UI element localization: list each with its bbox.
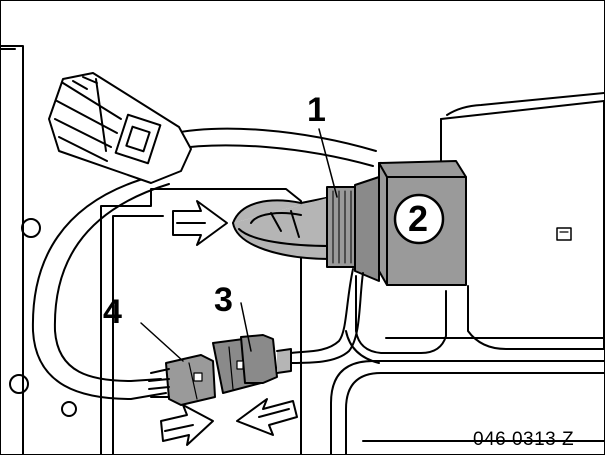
left-white-plug xyxy=(48,72,192,184)
wire-down-2 xyxy=(290,272,364,364)
ribbon-harness xyxy=(232,196,354,264)
screw-hole xyxy=(9,374,29,394)
housing-outline xyxy=(1,45,604,454)
screw-hole xyxy=(21,218,41,238)
wire-down xyxy=(290,268,354,354)
leader-3 xyxy=(240,302,252,352)
cable-top-outer xyxy=(168,127,377,152)
connector-3 xyxy=(212,334,292,394)
leader-4 xyxy=(140,322,184,362)
pull-arrow-icon xyxy=(236,398,298,436)
connector-2 xyxy=(354,160,467,286)
cable-loop-inner xyxy=(53,183,170,382)
cable-top-inner xyxy=(172,144,374,167)
callout-4: 4 xyxy=(103,293,122,331)
cable-loop-outer xyxy=(31,175,167,400)
push-arrow-icon xyxy=(172,200,228,246)
connector-1 xyxy=(326,186,358,268)
reference-code: 046 0313 Z xyxy=(473,429,575,450)
leader-1 xyxy=(318,128,338,198)
callout-2: 2 xyxy=(408,198,429,239)
wire-bracket xyxy=(345,275,447,364)
control-module xyxy=(440,92,604,350)
connector-4 xyxy=(148,354,216,406)
push-arrow-icon xyxy=(160,404,214,446)
callout-3: 3 xyxy=(214,281,233,319)
screw-hole xyxy=(61,401,77,417)
callout-1: 1 xyxy=(307,91,326,129)
